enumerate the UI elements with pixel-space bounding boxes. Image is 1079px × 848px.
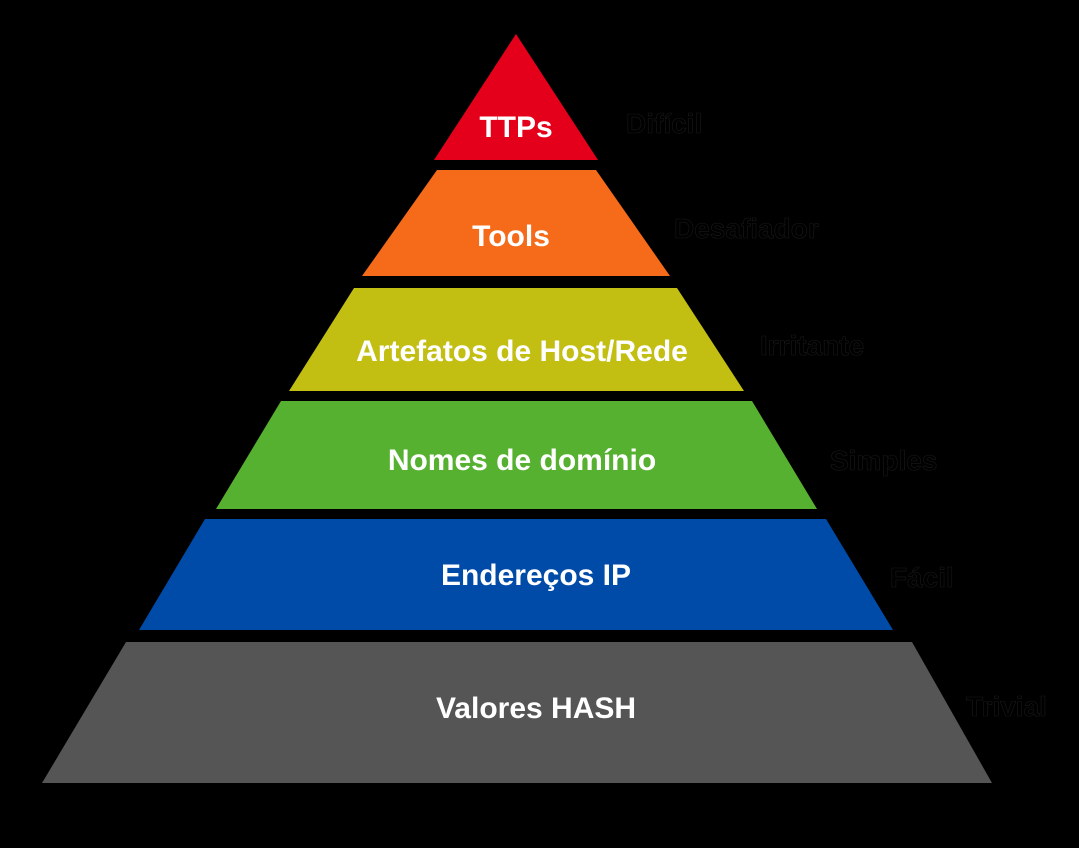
side-label-ttps: Difícil — [626, 108, 702, 139]
side-label-hash-values: Trivial — [966, 691, 1047, 722]
pyramid-tier-hash-values: Valores HASH Trivial — [42, 642, 1047, 783]
side-label-domain-names: Simples — [830, 445, 937, 476]
tier-shape-ip-addresses — [139, 519, 893, 630]
tier-shape-artifacts — [289, 288, 744, 391]
tier-label-domain-names: Nomes de domínio — [388, 444, 656, 477]
pyramid-tier-artifacts: Artefatos de Host/Rede Irritante — [289, 288, 865, 391]
tier-shape-ttps — [434, 34, 598, 160]
tier-label-ttps: TTPs — [479, 111, 552, 144]
tier-label-tools: Tools — [472, 220, 550, 253]
side-label-ip-addresses: Fácil — [890, 562, 954, 593]
tier-shape-hash-values — [42, 642, 992, 783]
tier-label-hash-values: Valores HASH — [436, 692, 636, 725]
tier-label-artifacts: Artefatos de Host/Rede — [356, 335, 688, 368]
pyramid-tier-ip-addresses: Endereços IP Fácil — [139, 519, 954, 630]
tier-shape-tools — [362, 170, 670, 276]
side-label-tools: Desafiador — [674, 213, 819, 244]
pyramid-tier-domain-names: Nomes de domínio Simples — [216, 401, 938, 509]
tier-shape-domain-names — [216, 401, 817, 509]
side-label-artifacts: Irritante — [760, 330, 864, 361]
pyramid-tier-tools: Tools Desafiador — [362, 170, 819, 276]
tier-label-ip-addresses: Endereços IP — [441, 559, 631, 592]
pyramid-tier-ttps: TTPs Difícil — [434, 34, 703, 160]
